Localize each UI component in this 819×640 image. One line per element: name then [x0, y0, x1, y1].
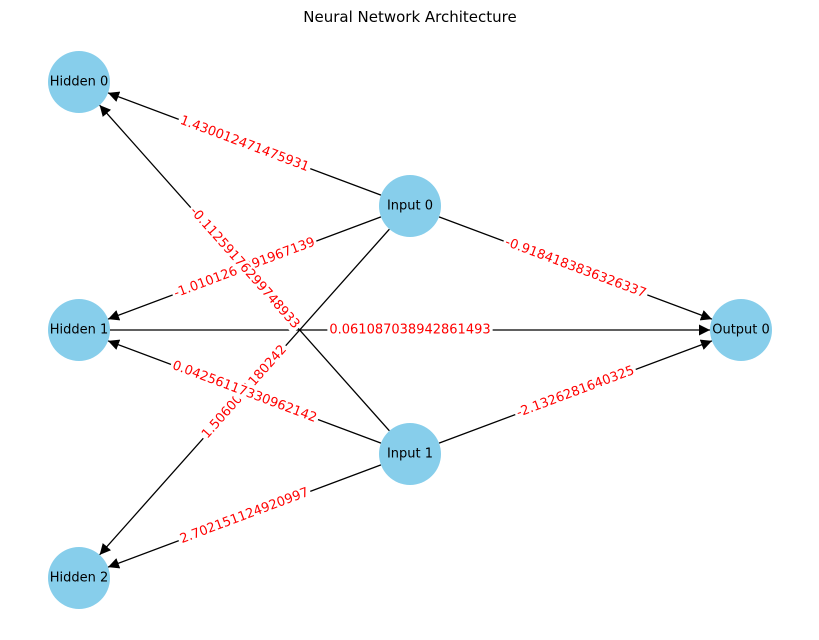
node-h0: Hidden 0: [48, 51, 110, 113]
edge-label-background: [175, 111, 314, 177]
edge-label-group: -0.9184183836326337: [500, 233, 651, 303]
edge-label: 1.430012471475931: [178, 113, 311, 175]
edge-label-background: [327, 322, 493, 338]
node-label: Hidden 0: [50, 75, 109, 90]
node-h2: Hidden 2: [48, 547, 110, 609]
edge-label: 0.04256117330962142: [170, 358, 319, 426]
node-o0: Output 0: [710, 299, 772, 361]
edge-label-group: -2.1326281640325: [512, 361, 639, 423]
edge-label-group: 0.061087038942861493: [327, 322, 493, 338]
edge-label: 2.702151124920997: [178, 485, 311, 547]
node-h1: Hidden 1: [48, 299, 110, 361]
node-i0: Input 0: [379, 175, 441, 237]
node-label: Input 1: [387, 447, 433, 462]
edge-label-group: 0.04256117330962142: [168, 356, 321, 428]
diagram-title: Neural Network Architecture: [303, 8, 516, 26]
node-label: Output 0: [712, 323, 770, 338]
node-i1: Input 1: [379, 423, 441, 485]
node-circle: [710, 299, 772, 361]
edge-label-background: [500, 233, 651, 303]
edge-label-background: [512, 361, 639, 423]
edge-label: -0.11259176299748933: [186, 204, 302, 332]
node-label: Hidden 2: [50, 571, 109, 586]
node-circle: [379, 423, 441, 485]
edge-label: 0.061087038942861493: [329, 323, 490, 338]
edge-label-group: -0.11259176299748933: [184, 202, 305, 334]
node-label: Input 0: [387, 199, 433, 214]
edge-label-background: [168, 356, 321, 428]
node-circle: [379, 175, 441, 237]
edge-label: -0.9184183836326337: [503, 235, 648, 301]
node-label: Hidden 1: [50, 323, 109, 338]
node-circle: [48, 547, 110, 609]
edge-label-background: [184, 202, 305, 334]
edge-label-group: 1.430012471475931: [175, 111, 314, 177]
edge-label: -2.1326281640325: [515, 363, 637, 421]
edge-label-group: 2.702151124920997: [175, 483, 314, 549]
nodes-layer: Hidden 0 Hidden 1 Hidden 2 Input 0 Input 1 Ou…: [48, 51, 772, 609]
edge-label-background: [175, 483, 314, 549]
node-circle: [48, 51, 110, 113]
node-circle: [48, 299, 110, 361]
